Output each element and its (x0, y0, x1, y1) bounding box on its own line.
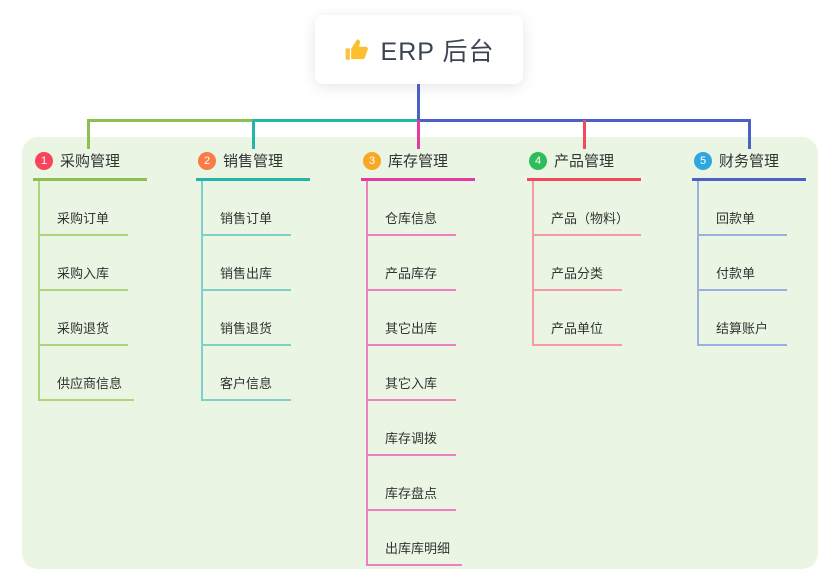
rail-segment-teal (254, 119, 417, 122)
child-node[interactable]: 采购订单 (40, 208, 128, 236)
root-stem-line (417, 84, 420, 120)
rail-segment-green (87, 119, 254, 122)
root-node[interactable]: ERP 后台 (315, 15, 523, 84)
drop-line-sales (252, 119, 255, 149)
badge-5: 5 (694, 151, 712, 170)
child-row: 付款单 (699, 236, 806, 291)
badge-3: 3 (363, 151, 381, 170)
drop-line-inventory (417, 120, 420, 149)
branches-panel (22, 137, 818, 569)
branch-children: 产品（物料） 产品分类产品单位 (532, 181, 642, 346)
branch-children: 仓库信息产品库存其它出库其它入库库存调拨库存盘点出库库明细 (366, 181, 475, 566)
child-row: 产品分类 (534, 236, 641, 291)
child-node[interactable]: 其它出库 (368, 318, 456, 346)
branch-label: 采购管理 (60, 153, 121, 170)
badge-4: 4 (529, 151, 547, 170)
child-row: 其它入库 (368, 346, 475, 401)
child-node[interactable]: 出库库明细 (368, 538, 463, 566)
child-node[interactable]: 其它入库 (368, 373, 456, 401)
child-node[interactable]: 供应商信息 (40, 373, 135, 401)
child-node[interactable]: 采购入库 (40, 263, 128, 291)
child-row: 采购入库 (40, 236, 147, 291)
child-row: 产品（物料） (534, 181, 642, 236)
drop-line-purchase (87, 119, 90, 149)
branch-children: 采购订单采购入库采购退货供应商信息 (38, 181, 147, 401)
child-row: 出库库明细 (368, 511, 475, 566)
branch-inventory: 3 库存管理 仓库信息产品库存其它出库其它入库库存调拨库存盘点出库库明细 (361, 148, 475, 566)
branch-header-sales[interactable]: 2 销售管理 (196, 148, 310, 181)
child-row: 供应商信息 (40, 346, 147, 401)
child-node[interactable]: 结算账户 (699, 318, 787, 346)
child-node[interactable]: 销售订单 (203, 208, 291, 236)
branch-header-finance[interactable]: 5 财务管理 (692, 148, 806, 181)
drop-line-product (583, 120, 586, 149)
child-node[interactable]: 仓库信息 (368, 208, 456, 236)
child-row: 销售退货 (203, 291, 310, 346)
thumbs-up-icon (344, 37, 370, 63)
child-node[interactable]: 付款单 (699, 263, 787, 291)
drop-line-finance (748, 119, 751, 149)
child-row: 库存调拨 (368, 401, 475, 456)
child-node[interactable]: 回款单 (699, 208, 787, 236)
child-row: 销售订单 (203, 181, 310, 236)
child-row: 仓库信息 (368, 181, 475, 236)
badge-2: 2 (198, 151, 216, 170)
child-row: 采购退货 (40, 291, 147, 346)
branch-header-product[interactable]: 4 产品管理 (527, 148, 641, 181)
child-node[interactable]: 库存调拨 (368, 428, 456, 456)
child-node[interactable]: 产品（物料） (534, 208, 642, 236)
child-node[interactable]: 产品分类 (534, 263, 622, 291)
child-node[interactable]: 销售退货 (203, 318, 291, 346)
child-row: 产品单位 (534, 291, 641, 346)
branch-header-purchase[interactable]: 1 采购管理 (33, 148, 147, 181)
child-row: 其它出库 (368, 291, 475, 346)
branch-label: 库存管理 (388, 153, 449, 170)
branch-purchase: 1 采购管理 采购订单采购入库采购退货供应商信息 (33, 148, 147, 401)
child-row: 产品库存 (368, 236, 475, 291)
branch-label: 产品管理 (554, 153, 615, 170)
branch-finance: 5 财务管理 回款单付款单结算账户 (692, 148, 806, 346)
child-row: 结算账户 (699, 291, 806, 346)
child-row: 回款单 (699, 181, 806, 236)
branch-children: 回款单付款单结算账户 (697, 181, 806, 346)
child-row: 销售出库 (203, 236, 310, 291)
child-node[interactable]: 产品库存 (368, 263, 456, 291)
root-label: ERP 后台 (380, 37, 495, 66)
child-row: 采购订单 (40, 181, 147, 236)
child-node[interactable]: 产品单位 (534, 318, 622, 346)
child-node[interactable]: 采购退货 (40, 318, 128, 346)
child-node[interactable]: 客户信息 (203, 373, 291, 401)
child-node[interactable]: 库存盘点 (368, 483, 456, 511)
child-node[interactable]: 销售出库 (203, 263, 291, 291)
child-row: 库存盘点 (368, 456, 475, 511)
branch-sales: 2 销售管理 销售订单销售出库销售退货客户信息 (196, 148, 310, 401)
badge-1: 1 (35, 151, 53, 170)
branch-product: 4 产品管理 产品（物料） 产品分类产品单位 (527, 148, 642, 346)
child-row: 客户信息 (203, 346, 310, 401)
branch-label: 财务管理 (719, 153, 780, 170)
branch-header-inventory[interactable]: 3 库存管理 (361, 148, 475, 181)
branch-label: 销售管理 (223, 153, 284, 170)
branch-children: 销售订单销售出库销售退货客户信息 (201, 181, 310, 401)
